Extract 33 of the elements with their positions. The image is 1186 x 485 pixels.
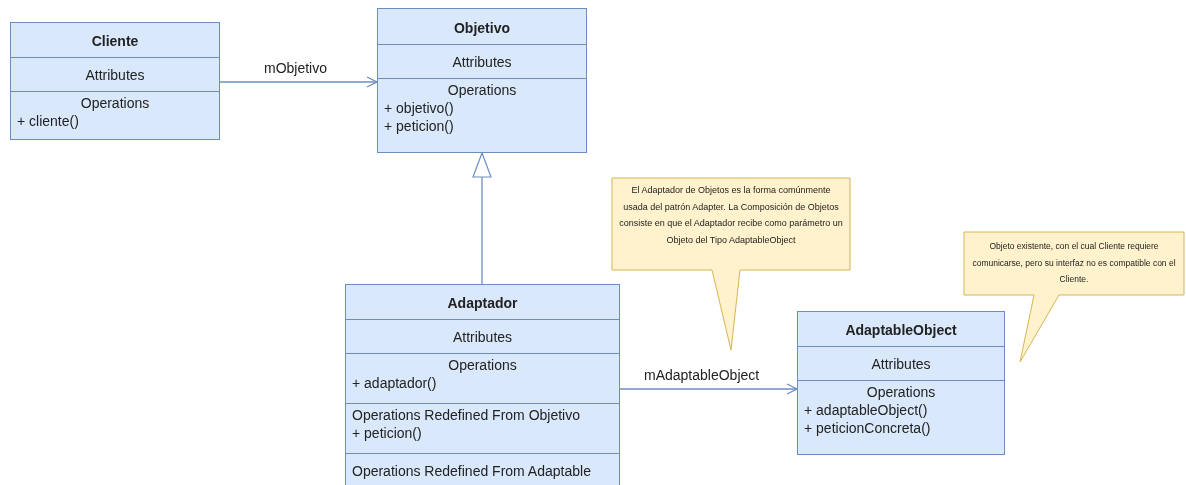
compartment-label: Attributes bbox=[451, 327, 514, 346]
class-box bbox=[377, 8, 587, 153]
class-box bbox=[797, 311, 1005, 455]
class-name: Objetivo bbox=[453, 18, 511, 37]
note-text: El Adaptador de Objetos es la forma comúnmente usada del patrón Adapter. La Composición de Objetos consiste en que el Adaptador recibe como parámetro un Objeto del Tipo AdaptableObject bbox=[618, 184, 844, 247]
compartment-label: Attributes bbox=[451, 52, 513, 71]
class-name: Adaptador bbox=[446, 294, 519, 312]
compartment-label: Attributes bbox=[84, 65, 146, 84]
compartment-label: Attributes bbox=[870, 354, 932, 373]
class-box bbox=[10, 22, 220, 140]
class-box bbox=[345, 284, 620, 485]
member-text: + adaptador() bbox=[352, 374, 438, 392]
edge-label: mObjetivo bbox=[262, 60, 330, 76]
association-arrow bbox=[219, 76, 378, 88]
compartment-label: Operations bbox=[79, 94, 151, 112]
member-text: Operations Redefined From Objetivo bbox=[352, 406, 581, 424]
inheritance-arrow bbox=[472, 152, 492, 285]
callout-note bbox=[964, 232, 1184, 362]
member-text: + adaptableObject() bbox=[804, 401, 929, 419]
association-arrow bbox=[619, 383, 798, 395]
member-text: + peticion() bbox=[352, 424, 423, 442]
member-text: + objetivo() bbox=[384, 99, 455, 117]
class-name: Cliente bbox=[90, 32, 140, 50]
class-name: AdaptableObject bbox=[844, 321, 958, 339]
compartment-label: Operations bbox=[447, 356, 518, 374]
member-text: + peticion() bbox=[384, 117, 455, 135]
member-text: + cliente() bbox=[17, 112, 80, 130]
compartment-label: Operations bbox=[446, 81, 518, 99]
member-text: Operations Redefined From Adaptable bbox=[352, 461, 592, 480]
member-text: + peticionConcreta() bbox=[804, 419, 932, 437]
compartment-label: Operations bbox=[865, 383, 937, 401]
edge-label: mAdaptableObject bbox=[642, 367, 762, 383]
note-text: Objeto existente, con el cual Cliente requiere comunicarse, pero su interfaz no es compatible con el Cliente. bbox=[971, 240, 1177, 286]
